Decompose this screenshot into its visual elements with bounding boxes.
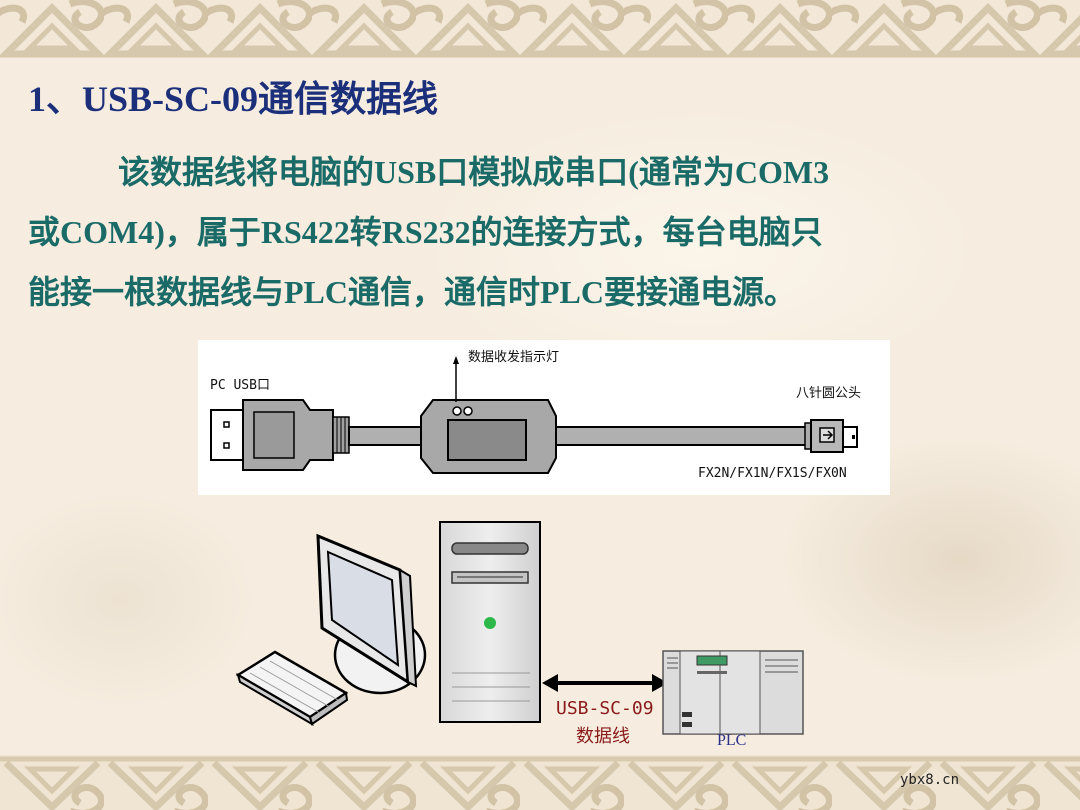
pc-tower-icon (439, 521, 541, 723)
body-line-3: 能接一根数据线与PLC通信，通信时PLC要接通电源。 (28, 274, 797, 310)
connector-label: 八针圆公头 (796, 386, 862, 401)
plc-models-label: FX2N/FX1N/FX1S/FX0N (698, 466, 847, 481)
double-arrow-icon (542, 674, 668, 692)
body-line-1: 该数据线将电脑的USB口模拟成串口(通常为COM3 (118, 154, 830, 190)
usb-sc09-cable-diagram: PC USB口 数据收发指示灯 八针圆公头 FX2N/FX1N/FX1S/FX0… (198, 340, 890, 495)
monitor-icon (316, 533, 427, 695)
keyboard-icon (235, 650, 349, 727)
pc-plc-connection-diagram: USB-SC-09 数据线 PLC (220, 510, 820, 755)
body-paragraph: 该数据线将电脑的USB口模拟成串口(通常为COM3 或COM4)，属于RS422… (28, 142, 1058, 322)
cable-drawing (210, 356, 858, 474)
cable-desc-label: 数据线 (576, 726, 630, 747)
top-decorative-border (0, 0, 1080, 58)
watermark: ybx8.cn (900, 772, 960, 788)
cable-name-label: USB-SC-09 (556, 698, 654, 719)
body-line-2: 或COM4)，属于RS422转RS232的连接方式，每台电脑只 (28, 214, 823, 250)
slide-title: 1、USB-SC-09通信数据线 (28, 79, 439, 119)
usb-plug-icon (210, 399, 350, 471)
indicator-light-label: 数据收发指示灯 (468, 350, 560, 365)
converter-box-icon (420, 356, 557, 474)
plc-icon (662, 650, 804, 735)
din-connector-icon (804, 419, 858, 453)
plc-label: PLC (717, 732, 747, 749)
bottom-decorative-border (0, 755, 1080, 810)
pc-usb-label: PC USB口 (210, 378, 270, 393)
